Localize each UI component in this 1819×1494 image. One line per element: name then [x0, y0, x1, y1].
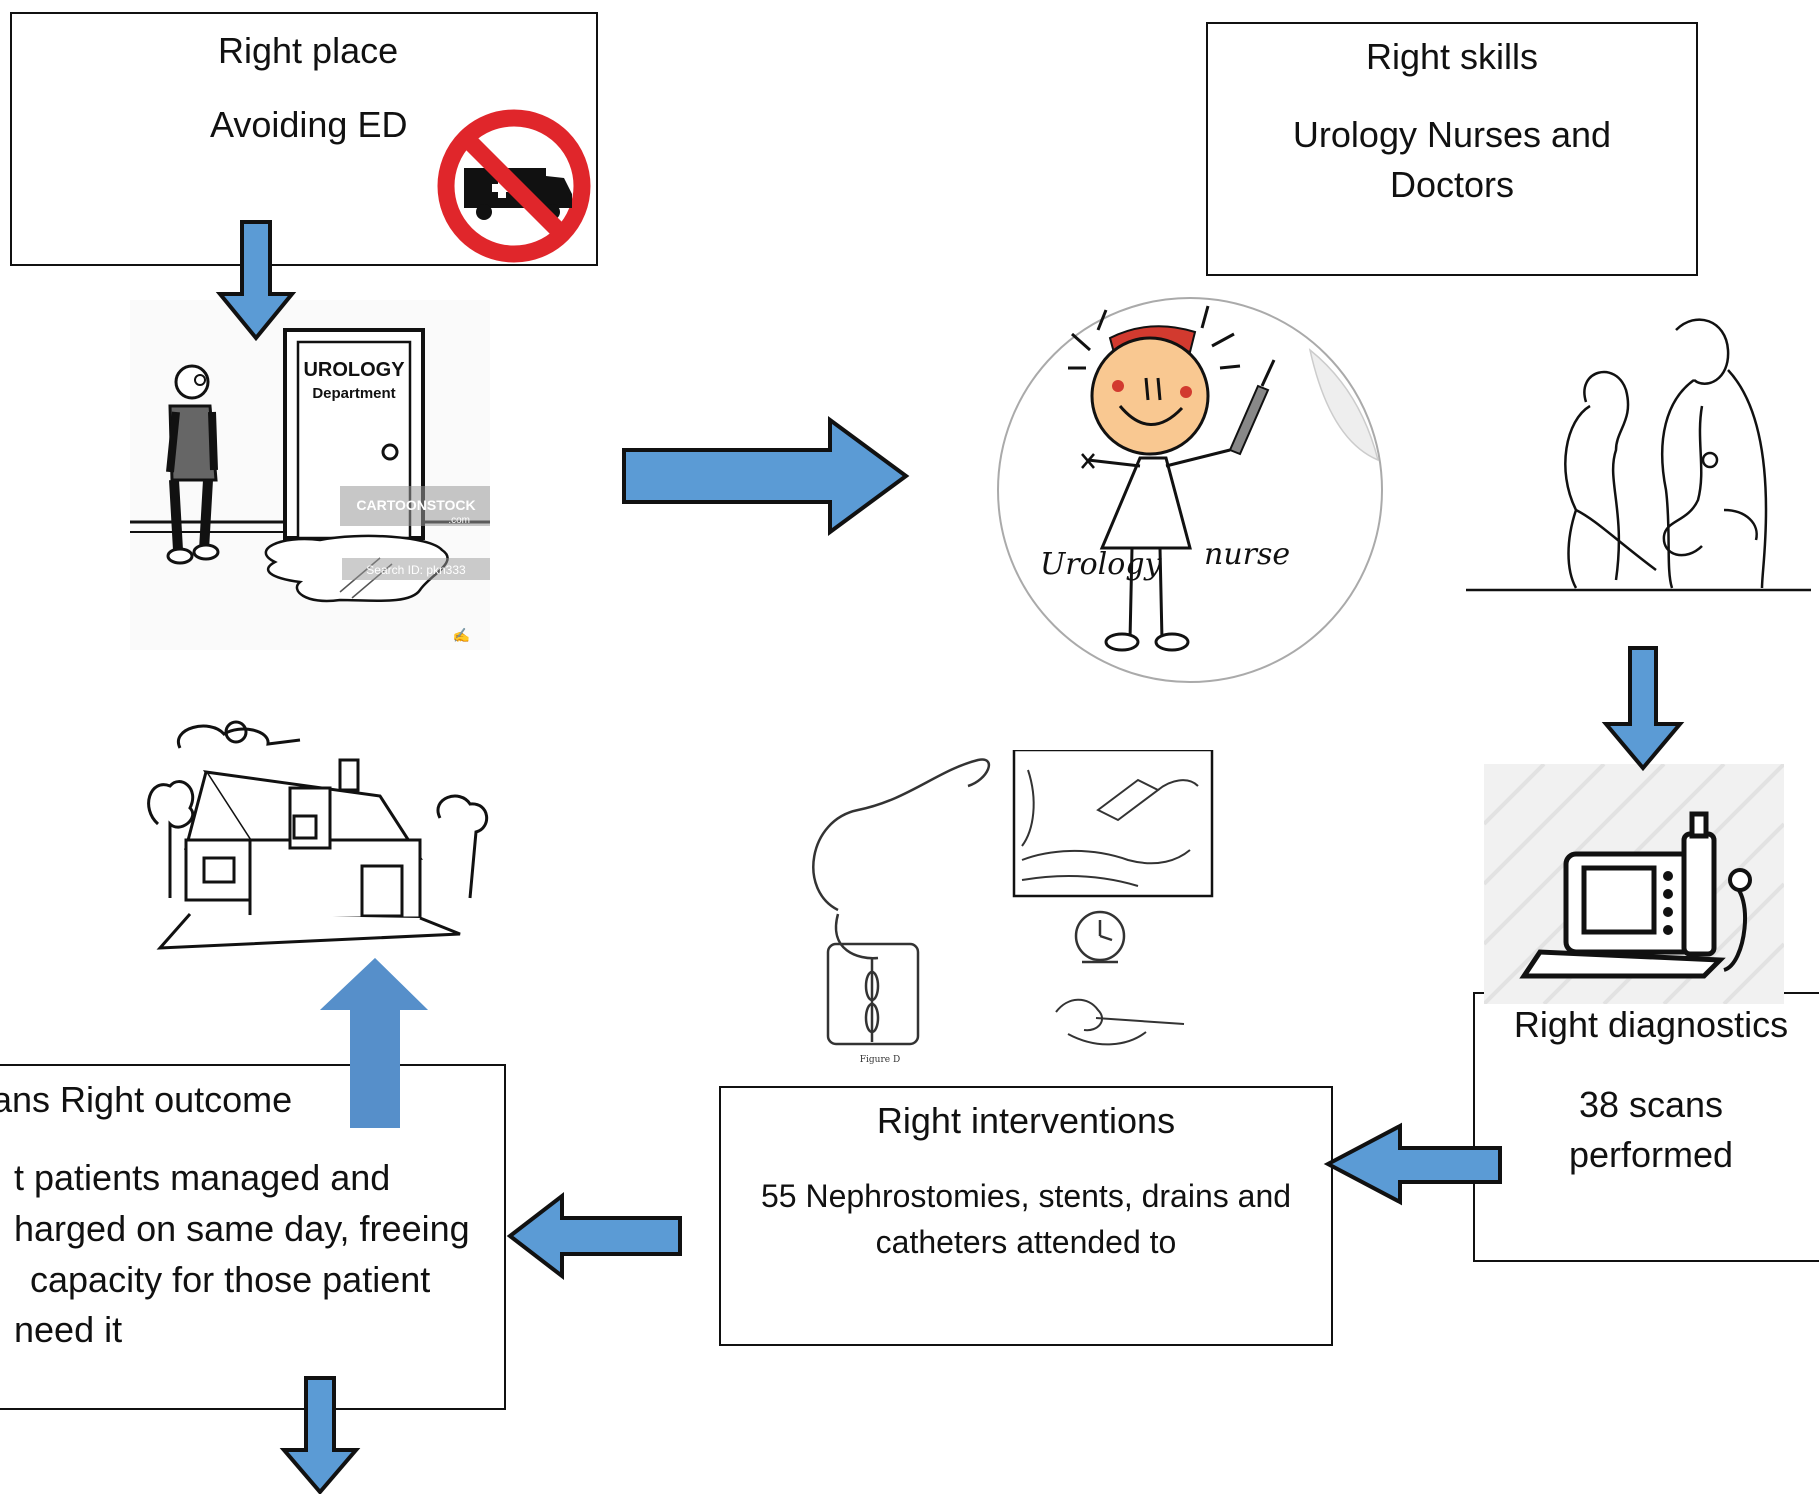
arrow-down-diagnostics	[1601, 646, 1685, 772]
skills-line-1: Urology Nurses and	[1292, 114, 1612, 155]
right-skills-box: Right skills Urology Nurses and Doctors	[1206, 22, 1698, 276]
ultrasound-machine-icon	[1484, 764, 1784, 1004]
svg-text:✍: ✍	[453, 627, 470, 643]
sticker-label-urology: Urology	[1040, 547, 1163, 582]
figure-caption: Figure D	[860, 1055, 900, 1065]
right-skills-title: Right skills	[1365, 36, 1539, 77]
right-place-title: Right place	[218, 30, 399, 71]
right-place-box: Right place Avoiding ED	[10, 12, 598, 266]
no-ambulance-icon	[437, 109, 591, 263]
outcome-line-4: need it	[14, 1309, 123, 1350]
door-knob	[381, 443, 399, 461]
skills-line-2: Doctors	[1389, 164, 1515, 205]
outcome-line-2: harged on same day, freeing	[14, 1208, 470, 1249]
syringe	[1228, 384, 1270, 456]
outcome-line-3: capacity for those patient	[30, 1259, 431, 1300]
right-outcome-box: ans Right outcome t patients managed and…	[0, 1064, 506, 1410]
house-cartoon	[147, 720, 488, 950]
thermometer-hand	[1055, 998, 1185, 1046]
right-outcome-title: ans Right outcome	[0, 1079, 293, 1120]
diagnostics-line-2: performed	[1568, 1134, 1734, 1175]
interventions-line-1: 55 Nephrostomies, stents, drains and	[760, 1178, 1292, 1214]
catheter-drainage-collage: Figure D	[812, 750, 1214, 1065]
right-interventions-title: Right interventions	[876, 1100, 1176, 1141]
doctors-line-drawing	[1466, 318, 1811, 592]
watermark-cartoonstock: CARTOONSTOCK	[356, 497, 475, 513]
urology-door-cartoon: UROLOGY Department CARTOONSTOCK .com Sea…	[130, 300, 490, 650]
right-interventions-box: Right interventions 55 Nephrostomies, st…	[719, 1086, 1333, 1346]
avoiding-ed-text: Avoiding ED	[210, 104, 408, 145]
door-sign-urology: UROLOGY	[303, 359, 405, 381]
urology-nurse-sticker: Urology nurse	[997, 297, 1383, 683]
arrow-left-interventions	[506, 1191, 682, 1281]
sticker-label-nurse: nurse	[1204, 537, 1290, 572]
waiting-man	[166, 364, 220, 565]
interventions-line-2: catheters attended to	[875, 1224, 1177, 1260]
outcome-line-1: t patients managed and	[14, 1157, 391, 1198]
door-sign-department: Department	[312, 385, 395, 402]
watermark-search-id: Search ID: pkn333	[366, 563, 466, 577]
diagnostics-line-1: 38 scans	[1578, 1084, 1724, 1125]
right-diagnostics-title: Right diagnostics	[1513, 1004, 1789, 1045]
right-diagnostics-box: Right diagnostics 38 scans performed	[1473, 992, 1819, 1262]
injection-photo	[1012, 750, 1214, 898]
watermark-com: .com	[448, 515, 470, 526]
nurse-dress	[1099, 456, 1192, 550]
arrow-right-main	[622, 416, 910, 536]
clock-icon	[1074, 910, 1126, 964]
